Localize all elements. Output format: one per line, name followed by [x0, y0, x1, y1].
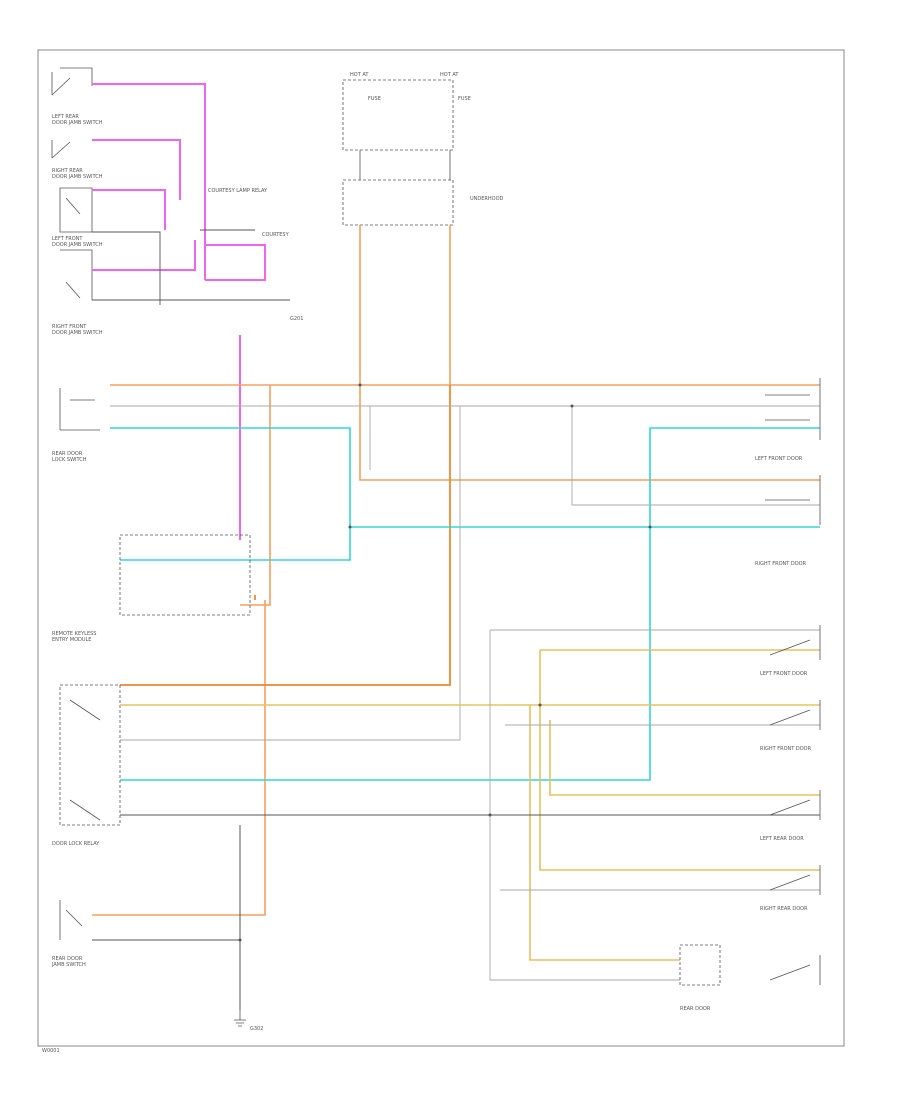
gray-wires-low: [489, 629, 820, 981]
label-rke-module: REMOTE KEYLESS: [52, 631, 96, 637]
diagram-border: [37, 49, 845, 1047]
label-lf-actuator: LEFT FRONT DOOR: [760, 671, 808, 677]
switch-left-front: [59, 187, 93, 233]
rke-module-box: [119, 534, 251, 616]
label-rf-actuator: RIGHT FRONT DOOR: [760, 746, 812, 752]
footer-code: W0001: [42, 1048, 60, 1054]
switch-right-front: [60, 249, 93, 300]
label-hot-left: HOT AT: [350, 72, 369, 78]
label-ground-a: G201: [290, 316, 303, 322]
ground-symbol: [234, 1010, 246, 1027]
label-right-rear-jamb: RIGHT REAR: [52, 168, 83, 174]
rear-actuator-box: [679, 944, 721, 986]
switch-left-rear: [51, 67, 93, 96]
right-door-switches-top: [765, 378, 821, 525]
left-lock-switch: [59, 388, 100, 431]
tan-wires: [120, 649, 820, 961]
gray-wires-top: [92, 229, 290, 305]
label-underhood: UNDERHOOD: [470, 196, 504, 202]
label-lr-actuator: LEFT REAR DOOR: [760, 836, 804, 842]
cyan-wires: [110, 427, 820, 781]
fuse-block-box-bottom: [342, 179, 454, 226]
label-ground-b: G302: [250, 1026, 263, 1032]
label-fuse-b: FUSE: [458, 96, 471, 102]
label-right-front-jamb-2: DOOR JAMB SWITCH: [52, 330, 103, 336]
label-rear-door-lock-switch-2: LOCK SWITCH: [52, 457, 87, 463]
label-left-rear-jamb-2: DOOR JAMB SWITCH: [52, 120, 103, 126]
blk-wires: [92, 814, 820, 1010]
junctions: [238, 383, 652, 942]
label-left-front-jamb-2: DOOR JAMB SWITCH: [52, 242, 103, 248]
rke-module: [119, 534, 251, 616]
gray-wires-mid: [110, 405, 820, 741]
label-left-front-jamb: LEFT FRONT: [52, 236, 83, 242]
label-right-front-door-lock: RIGHT FRONT DOOR: [755, 561, 807, 567]
label-left-front-door-lock: LEFT FRONT DOOR: [755, 456, 803, 462]
dark-orange-wires: [120, 385, 451, 686]
label-rear-door-jamb: REAR DOOR: [52, 956, 83, 962]
label-door-lock-relay: DOOR LOCK RELAY: [52, 841, 100, 847]
label-rear-door-actuator: REAR DOOR: [680, 1006, 711, 1012]
label-fuse-a: FUSE: [368, 96, 381, 102]
label-right-rear-jamb-2: DOOR JAMB SWITCH: [52, 174, 103, 180]
switch-right-rear: [51, 140, 71, 159]
label-right-front-jamb: RIGHT FRONT: [52, 324, 87, 330]
label-rear-door-lock-switch: REAR DOOR: [52, 451, 83, 457]
pink-wires: [92, 83, 266, 540]
rear-door-jamb-switch: [59, 900, 83, 940]
door-lock-relay: [59, 684, 121, 826]
label-rke-module-2: ENTRY MODULE: [52, 637, 91, 643]
jamb-switches-group: [51, 67, 93, 300]
label-rr-actuator: RIGHT REAR DOOR: [760, 906, 808, 912]
label-rear-door-jamb-2: JAMB SWITCH: [51, 962, 86, 968]
label-left-rear-jamb: LEFT REAR: [52, 114, 79, 120]
label-courtesy-relay: COURTESY LAMP RELAY: [208, 188, 268, 194]
fuse-block: [342, 79, 454, 226]
label-wire-courtesy: COURTESY: [262, 232, 290, 238]
fuse-block-box-top: [342, 79, 454, 151]
orange-wires: [92, 225, 820, 916]
door-lock-relay-box: [59, 684, 121, 826]
label-hot-right: HOT AT: [440, 72, 459, 78]
actuators-right: [679, 625, 821, 986]
